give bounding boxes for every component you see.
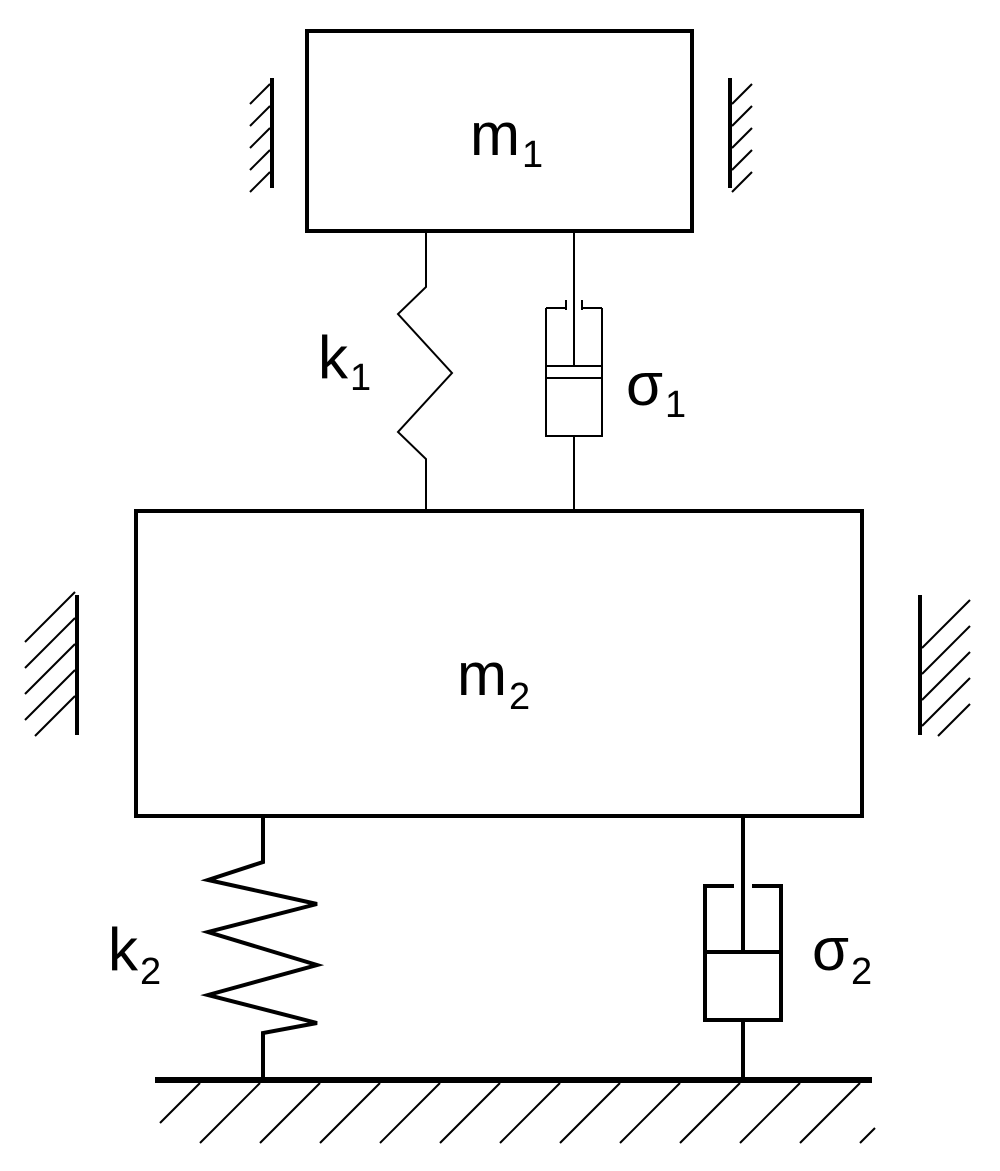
wall-guide-right-bottom bbox=[918, 595, 971, 737]
wall-guide-left-bottom bbox=[24, 591, 79, 737]
ground bbox=[155, 1077, 876, 1144]
mass-m2-label: m2 bbox=[457, 641, 530, 718]
spring-k1 bbox=[396, 231, 454, 511]
damper-sigma2-label: σ2 bbox=[812, 916, 872, 993]
damper-sigma2 bbox=[703, 816, 783, 1078]
spring-k1-label: k1 bbox=[318, 324, 371, 399]
wall-guide-left-top bbox=[249, 78, 274, 193]
spring-k2-label: k2 bbox=[108, 916, 161, 993]
mass-m2-block bbox=[134, 509, 864, 818]
damper-sigma1-label: σ1 bbox=[626, 351, 686, 426]
damper-sigma1 bbox=[545, 231, 603, 511]
spring-k2 bbox=[200, 816, 325, 1078]
mass-m1-label: m1 bbox=[470, 101, 543, 176]
mass-m1-block bbox=[305, 29, 694, 233]
wall-guide-right-top bbox=[728, 78, 753, 193]
